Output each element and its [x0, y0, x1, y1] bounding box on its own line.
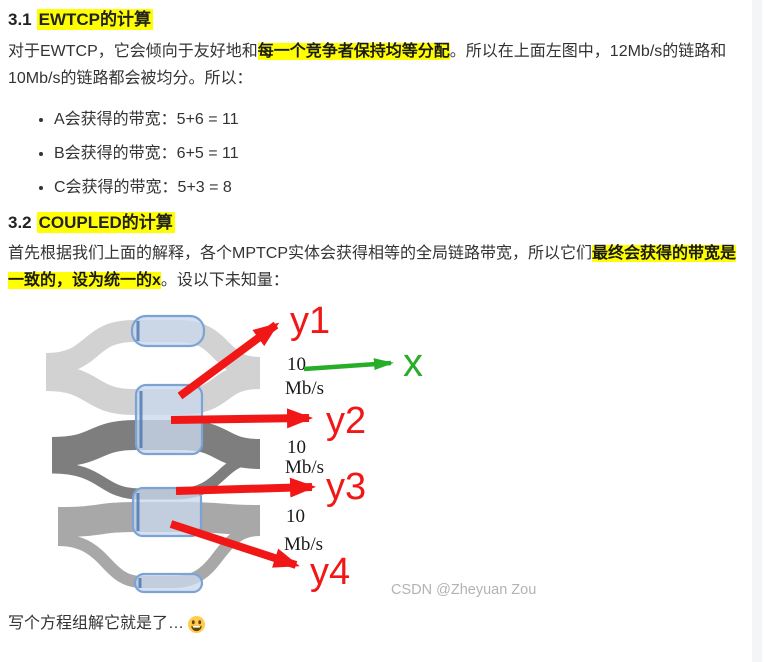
label-y4: y4 — [310, 551, 350, 593]
csdn-watermark: CSDN @Zheyuan Zou — [391, 582, 536, 598]
label-x: x — [403, 341, 423, 385]
arrow-y2 — [170, 408, 313, 429]
section-title-highlighted: COUPLED的计算 — [36, 212, 175, 233]
list-item: C会获得的带宽：5+3 = 8 — [54, 179, 752, 197]
link-cylinder-bottom — [133, 572, 204, 594]
link-capacity-value: 10 — [287, 437, 306, 458]
grinning-face-emoji-icon — [187, 615, 206, 633]
section-number: 3.1 — [8, 10, 32, 29]
link-cylinder-top — [130, 314, 206, 348]
closing-text: 写个方程组解它就是了… — [8, 615, 185, 632]
link-capacity-unit: Mb/s — [285, 457, 324, 478]
paragraph-ewtcp: 对于EWTCP，它会倾向于友好地和每一个竞争者保持均等分配。所以在上面左图中，1… — [8, 38, 748, 92]
text-segment: 。设以下未知量： — [160, 272, 289, 289]
arrow-y1 — [177, 321, 280, 400]
text-segment: 。所以在上面左图中，12Mb/s的链路和10Mb/s的链路都会被均分。所以： — [8, 43, 727, 87]
section-title-highlighted: EWTCP的计算 — [36, 9, 154, 30]
label-y1: y1 — [290, 300, 330, 342]
highlighted-text-segment: 每一个竞争者保持均等分配 — [257, 43, 450, 60]
link-cylinder-2 — [131, 486, 203, 538]
label-y3: y3 — [326, 466, 366, 508]
bandwidth-list: A会获得的带宽：5+6 = 11 B会获得的带宽：6+5 = 11 C会获得的带… — [8, 111, 752, 197]
link-capacity-value: 10 — [286, 506, 305, 527]
scrollbar[interactable] — [752, 0, 762, 662]
arrow-x — [303, 358, 394, 372]
label-y2: y2 — [326, 400, 366, 442]
text-segment: 对于EWTCP，它会倾向于友好地和 — [8, 43, 258, 60]
section-number: 3.2 — [8, 213, 32, 232]
paragraph-coupled: 首先根据我们上面的解释，各个MPTCP实体会获得相等的全局链路带宽，所以它们最终… — [8, 240, 748, 294]
arrow-y4 — [169, 520, 300, 569]
arrow-y3 — [175, 477, 316, 498]
list-item: A会获得的带宽：5+6 = 11 — [54, 111, 752, 129]
link-capacity-value: 10 — [287, 354, 306, 375]
mptcp-links-figure: 10 Mb/s 10 Mb/s 10 Mb/s y1 y2 y3 y — [8, 300, 628, 608]
closing-remark: 写个方程组解它就是了… — [8, 614, 752, 634]
list-item: B会获得的带宽：6+5 = 11 — [54, 145, 752, 163]
text-segment: 首先根据我们上面的解释，各个MPTCP实体会获得相等的全局链路带宽，所以它们 — [8, 245, 593, 262]
link-capacity-unit: Mb/s — [285, 378, 324, 399]
